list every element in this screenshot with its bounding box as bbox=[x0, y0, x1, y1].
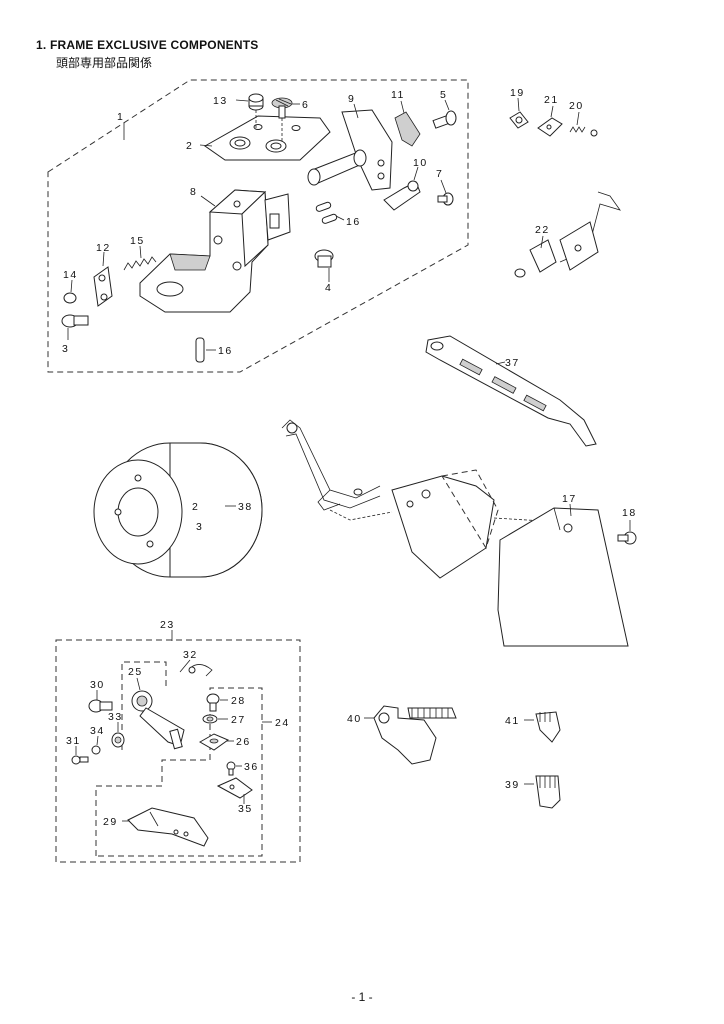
callout-2: 2 bbox=[186, 140, 193, 152]
callout-5: 5 bbox=[440, 89, 447, 101]
part-3-screw bbox=[61, 314, 89, 328]
callout-40: 40 bbox=[347, 713, 362, 725]
callout-33: 33 bbox=[108, 711, 123, 723]
callout-16b: 16 bbox=[218, 345, 233, 357]
part-39-feed-dog bbox=[535, 775, 561, 809]
part-26-block bbox=[198, 733, 230, 751]
callout-29: 29 bbox=[103, 816, 118, 828]
callout-12: 12 bbox=[96, 242, 111, 254]
callout-28: 28 bbox=[231, 695, 246, 707]
callout-7: 7 bbox=[436, 168, 443, 180]
part-10-arm bbox=[383, 180, 421, 211]
callout-36: 36 bbox=[244, 761, 259, 773]
part-25-needle-bar-arm bbox=[131, 690, 185, 750]
callout-41: 41 bbox=[505, 715, 520, 727]
part-12-link-plate bbox=[93, 266, 113, 307]
part-27-washer bbox=[202, 714, 218, 724]
callout-37: 37 bbox=[505, 357, 520, 369]
part-16-pins-upper bbox=[315, 201, 338, 224]
callout-25: 25 bbox=[128, 666, 143, 678]
callout-31: 31 bbox=[66, 735, 81, 747]
callout-9: 9 bbox=[348, 93, 355, 105]
pulley-mark-3: 3 bbox=[196, 521, 203, 533]
part-30-screw bbox=[88, 699, 113, 713]
callout-26: 26 bbox=[236, 736, 251, 748]
part-38-pulley: 2 3 bbox=[93, 442, 263, 578]
page-number: - 1 - bbox=[351, 990, 373, 1004]
callout-14: 14 bbox=[63, 269, 78, 281]
callout-21: 21 bbox=[544, 94, 559, 106]
part-11-lever bbox=[394, 111, 421, 147]
callout-32: 32 bbox=[183, 649, 198, 661]
part-36-screw bbox=[226, 761, 236, 776]
callout-6: 6 bbox=[302, 99, 309, 111]
part-17-cover-plate bbox=[497, 507, 629, 647]
part-14-cap bbox=[63, 292, 77, 304]
callout-10: 10 bbox=[413, 157, 428, 169]
callout-35: 35 bbox=[238, 803, 253, 815]
callout-13: 13 bbox=[213, 95, 228, 107]
part-18-screw bbox=[617, 531, 637, 545]
callout-27: 27 bbox=[231, 714, 246, 726]
callout-15: 15 bbox=[130, 235, 145, 247]
callout-30: 30 bbox=[90, 679, 105, 691]
callout-3: 3 bbox=[62, 343, 69, 355]
callout-22: 22 bbox=[535, 224, 550, 236]
part-34-washer bbox=[91, 745, 101, 755]
callout-38: 38 bbox=[238, 501, 253, 513]
part-20-spring-screw bbox=[569, 126, 598, 137]
part-6-screw bbox=[271, 97, 293, 119]
part-29-presser-foot bbox=[127, 807, 209, 847]
part-28-screw bbox=[206, 693, 220, 712]
callout-16a: 16 bbox=[346, 216, 361, 228]
part-19-bracket bbox=[509, 111, 529, 129]
callout-34: 34 bbox=[90, 725, 105, 737]
callout-19: 19 bbox=[510, 87, 525, 99]
callout-8: 8 bbox=[190, 186, 197, 198]
part-8-frame-block bbox=[139, 189, 291, 313]
part-22-guide-assembly bbox=[514, 191, 622, 278]
part-9-shaft-bracket bbox=[307, 109, 393, 191]
callout-4: 4 bbox=[325, 282, 332, 294]
callout-39: 39 bbox=[505, 779, 520, 791]
part-32-clip bbox=[188, 664, 213, 677]
callout-24: 24 bbox=[275, 717, 290, 729]
part-13-knob bbox=[248, 93, 264, 111]
callout-18: 18 bbox=[622, 507, 637, 519]
group-1-boundary bbox=[47, 79, 469, 373]
callout-17: 17 bbox=[562, 493, 577, 505]
part-2-mounting-plate bbox=[204, 115, 331, 161]
group-23-boundary bbox=[55, 639, 301, 863]
part-33-collar bbox=[111, 732, 125, 748]
page-subtitle: 頭部専用部品関係 bbox=[56, 56, 153, 70]
callout-1: 1 bbox=[117, 111, 124, 123]
part-37-long-arm bbox=[425, 335, 597, 447]
part-16-pin-lower bbox=[195, 337, 205, 363]
part-35-foot-plate bbox=[216, 777, 253, 799]
part-21-plate bbox=[537, 117, 563, 137]
part-4-screw bbox=[314, 249, 334, 268]
part-31-screw bbox=[71, 755, 89, 765]
needle-guard-cover bbox=[391, 469, 499, 579]
page-title: 1. FRAME EXCLUSIVE COMPONENTS bbox=[36, 38, 259, 52]
part-5-screw bbox=[432, 110, 457, 129]
crank-arm-assembly bbox=[281, 419, 393, 521]
callout-20: 20 bbox=[569, 100, 584, 112]
part-15-spring bbox=[123, 256, 157, 271]
part-40-feed-dog-holder bbox=[373, 705, 457, 765]
pulley-mark-2: 2 bbox=[192, 501, 199, 513]
part-41-feed-dog bbox=[535, 711, 561, 743]
callout-11: 11 bbox=[391, 89, 405, 101]
part-7-screw bbox=[437, 192, 454, 206]
callout-23: 23 bbox=[160, 619, 175, 631]
